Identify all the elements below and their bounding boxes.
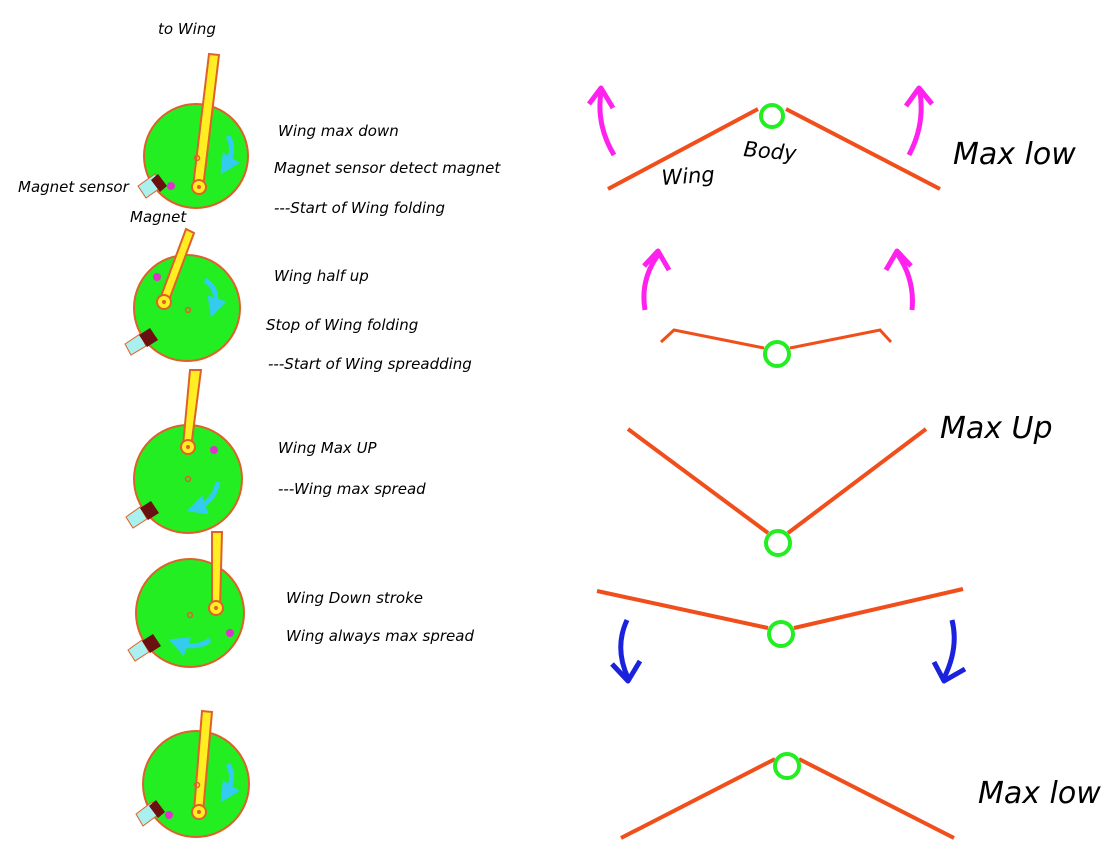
rotation-arrow-icon xyxy=(220,134,240,175)
up-arrow-icon xyxy=(641,253,661,311)
left-wing-line xyxy=(626,427,770,535)
left-wing-line xyxy=(620,757,776,840)
crank-pin-center xyxy=(162,300,166,304)
magnet xyxy=(226,629,234,637)
left-wing-line xyxy=(596,589,769,630)
stage-2-notes: Wing half up Stop of Wing folding ---Sta… xyxy=(266,267,472,373)
down-arrow-head xyxy=(610,659,643,684)
stage-3-notes: Wing Max UP ---Wing max spread xyxy=(278,439,426,498)
stage-note: ---Start of Wing folding xyxy=(274,199,445,217)
crank-disc-stage-3 xyxy=(125,369,243,534)
stage-note: Wing half up xyxy=(274,267,369,285)
rotation-arrow-icon xyxy=(186,481,221,515)
stage-note: Wing Max UP xyxy=(278,439,378,457)
crank-pin-center xyxy=(197,810,201,814)
rotation-arrow-icon xyxy=(168,637,212,656)
crank-pin-center xyxy=(186,445,190,449)
crank-disc-stage-5 xyxy=(135,709,250,838)
sensor-tip xyxy=(124,333,147,356)
body-circle xyxy=(763,340,791,368)
up-arrow-icon xyxy=(597,91,617,157)
disc-axle xyxy=(193,781,201,789)
up-arrow-head xyxy=(903,85,934,108)
magnet xyxy=(167,182,175,190)
right-wing-line xyxy=(798,757,955,840)
stage-note: ---Wing max spread xyxy=(278,480,426,498)
crank-pin-center xyxy=(197,185,201,189)
right-wing-line xyxy=(789,328,893,350)
up-arrow-head xyxy=(587,85,616,110)
down-arrow-icon xyxy=(618,618,631,680)
sensor-tip xyxy=(127,639,150,662)
stage-note: Magnet sensor detect magnet xyxy=(274,159,501,177)
sensor-tip xyxy=(125,506,148,529)
side-label: Max low xyxy=(978,776,1101,811)
wing-position-stage-2 xyxy=(641,248,915,368)
stage-note: ---Start of Wing spreadding xyxy=(268,355,472,373)
magnet-sensor xyxy=(149,800,165,818)
stage-note: Wing Down stroke xyxy=(286,589,423,607)
magnet xyxy=(165,811,173,819)
crank-disc-stage-4 xyxy=(127,531,245,668)
crank-pin-center xyxy=(214,606,218,610)
right-wing-line xyxy=(786,427,928,535)
disc-axle xyxy=(184,306,192,314)
crank-rod xyxy=(211,531,224,609)
left-wing-line xyxy=(659,328,765,350)
wing-position-stage-1: Body Wing Max low xyxy=(587,85,1076,191)
wing-label: Wing xyxy=(661,162,716,190)
wing-position-stage-4 xyxy=(596,587,967,684)
rotation-arrow-icon xyxy=(220,762,240,803)
disc-axle xyxy=(193,154,201,162)
magnet xyxy=(153,273,161,281)
crank-disc-stage-2 xyxy=(124,227,241,362)
disc-axle xyxy=(184,475,192,483)
down-arrow-icon xyxy=(941,619,957,680)
down-arrow-head xyxy=(931,660,967,684)
body-circle xyxy=(767,620,795,648)
magnet-sensor xyxy=(151,174,167,192)
stage-note: Wing always max spread xyxy=(286,627,474,645)
crank-disc-stage-1 xyxy=(137,52,249,209)
magnet-sensor xyxy=(139,328,158,347)
magnet-sensor-label: Magnet sensor xyxy=(18,178,130,196)
stage-note: Wing max down xyxy=(278,122,399,140)
up-arrow-head xyxy=(642,248,672,272)
left-wing-line xyxy=(607,107,759,191)
disc-axle xyxy=(186,611,194,619)
magnet-sensor xyxy=(140,501,159,520)
up-arrow-icon xyxy=(906,91,924,157)
magnet xyxy=(210,446,218,454)
body-circle xyxy=(773,752,801,780)
side-label: Max low xyxy=(953,137,1076,172)
stage-1-notes: Wing max down Magnet sensor detect magne… xyxy=(274,122,501,217)
wing-position-stage-3: Max Up xyxy=(626,411,1053,557)
stage-4-notes: Wing Down stroke Wing always max spread xyxy=(286,589,474,645)
body-label: Body xyxy=(743,137,798,166)
to-wing-label: to Wing xyxy=(158,20,216,38)
up-arrow-icon xyxy=(895,253,915,311)
magnet-sensor xyxy=(142,634,161,653)
up-arrow-head xyxy=(883,248,913,272)
body-circle xyxy=(759,103,785,129)
stage-note: Stop of Wing folding xyxy=(266,316,418,334)
magnet-label: Magnet xyxy=(130,208,187,226)
right-wing-line xyxy=(785,107,941,191)
body-circle xyxy=(764,529,792,557)
side-label: Max Up xyxy=(940,411,1053,446)
right-wing-line xyxy=(793,587,964,630)
rotation-arrow-icon xyxy=(203,277,227,318)
wing-position-stage-5: Max low xyxy=(620,752,1101,840)
